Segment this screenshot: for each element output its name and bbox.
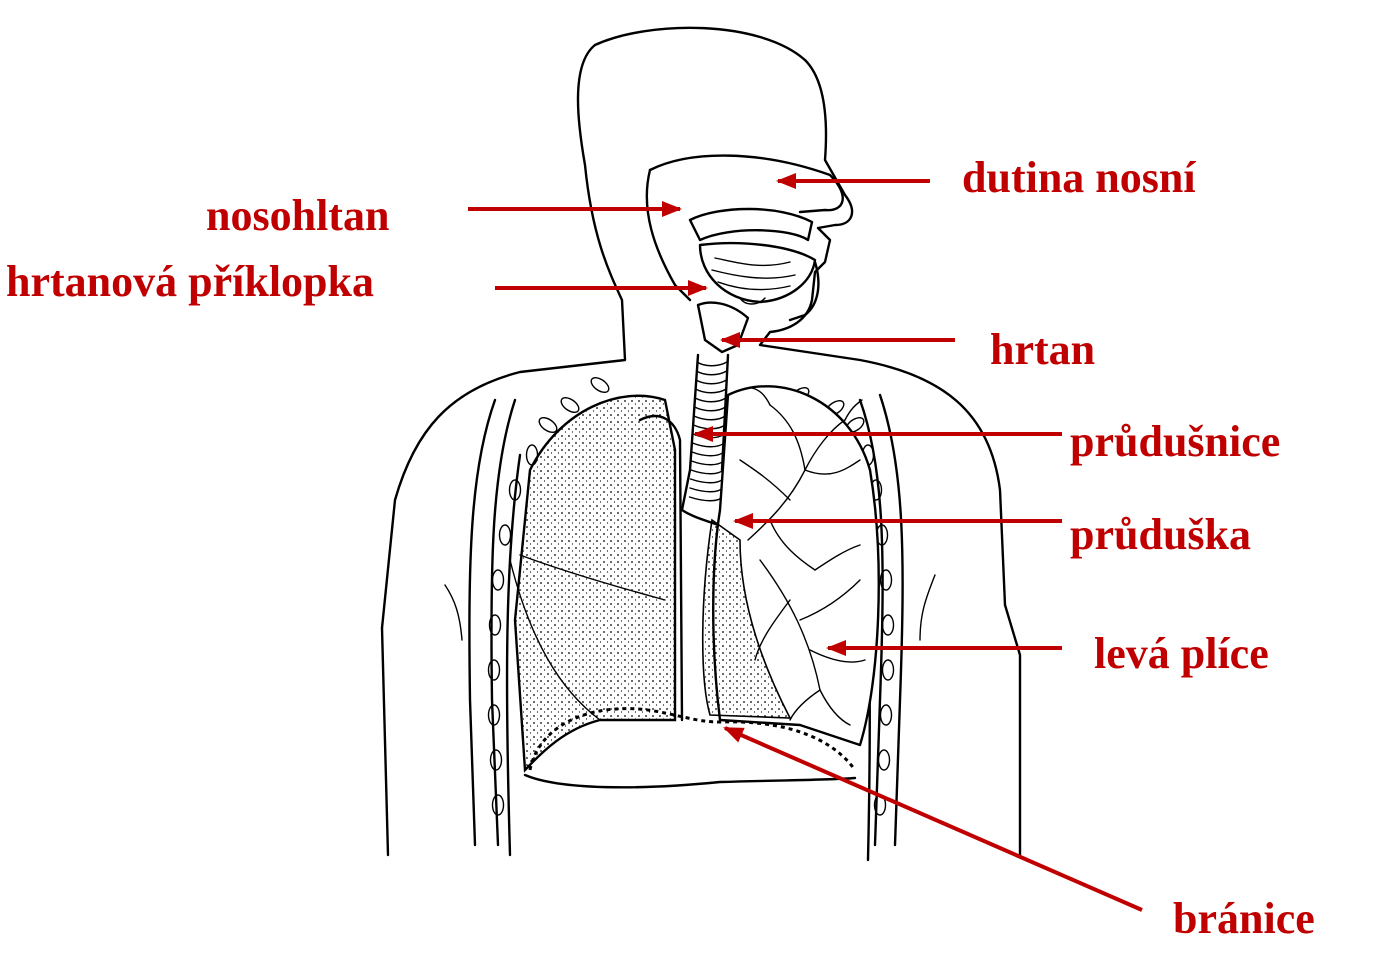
right-lung	[509, 394, 684, 773]
label-nasopharynx: nosohltan	[206, 191, 390, 240]
label-diaphragm: bránice	[1173, 894, 1315, 943]
label-larynx: hrtan	[990, 325, 1096, 374]
label-trachea: průdušnice	[1070, 417, 1281, 466]
label-nasal-cavity: dutina nosní	[962, 153, 1196, 202]
diaphragm-line	[528, 707, 857, 771]
head-airway-structures	[645, 154, 844, 322]
label-epiglottis: hrtanová příklopka	[6, 257, 374, 306]
left-lung	[701, 385, 880, 747]
body-outline	[380, 26, 1022, 857]
label-left-lung: levá plíce	[1094, 629, 1269, 678]
label-bronchus: průduška	[1070, 510, 1252, 559]
pointer-arrows	[468, 173, 1143, 912]
arrow-diaphragm	[723, 726, 1143, 912]
